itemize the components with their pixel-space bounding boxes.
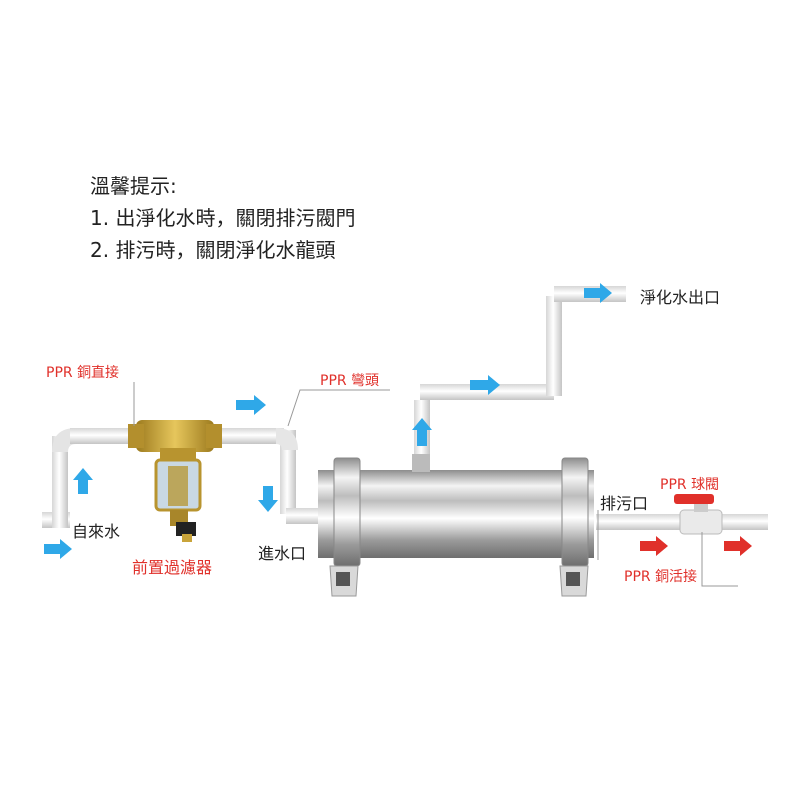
tip-line-2: 2. 排污時，關閉淨化水龍頭 (90, 238, 336, 262)
ppr-copper-union-label: PPR 銅活接 (624, 569, 698, 585)
arrow-up-outlet (412, 418, 432, 446)
outlet-riser-2 (546, 296, 562, 396)
callout-lines (133, 382, 738, 587)
top-run-left (70, 428, 140, 444)
top-run-right (212, 428, 284, 444)
inlet-pipe-vertical (52, 436, 68, 528)
outlet-run-1 (420, 384, 554, 400)
inlet-label: 進水口 (258, 544, 307, 563)
arrow-right-top (236, 395, 266, 415)
drain-arrows (640, 536, 752, 556)
ball-valve (674, 494, 723, 535)
prefilter-label: 前置過濾器 (132, 558, 213, 577)
arrow-up-inlet (73, 468, 93, 494)
drain-arrow-1 (640, 536, 668, 556)
tips-heading: 溫馨提示: (90, 174, 177, 198)
stainless-filter-tank (318, 454, 594, 597)
elbow-down-pipe (280, 430, 296, 514)
inlet-to-tank-pipe (286, 508, 328, 524)
prefilter-unit (128, 420, 222, 542)
tap-water-label: 自來水 (72, 522, 121, 541)
ppr-elbow-label: PPR 彎頭 (320, 373, 380, 389)
ppr-ball-valve-label: PPR 球閥 (660, 477, 720, 493)
arrow-down-elbow (258, 486, 278, 512)
outlet-label: 淨化水出口 (640, 288, 721, 307)
ppr-elbow-shape (276, 428, 298, 450)
drain-arrow-2 (724, 536, 752, 556)
arrow-right-outlet-top (584, 283, 612, 303)
flow-arrows (44, 283, 612, 559)
arrow-right-outlet-run (470, 375, 500, 395)
arrow-right-inlet (44, 539, 72, 559)
tip-line-1: 1. 出淨化水時，關閉排污閥門 (90, 206, 356, 230)
drain-outlet-label: 排污口 (600, 494, 649, 513)
ppr-copper-straight-label: PPR 銅直接 (46, 365, 120, 381)
